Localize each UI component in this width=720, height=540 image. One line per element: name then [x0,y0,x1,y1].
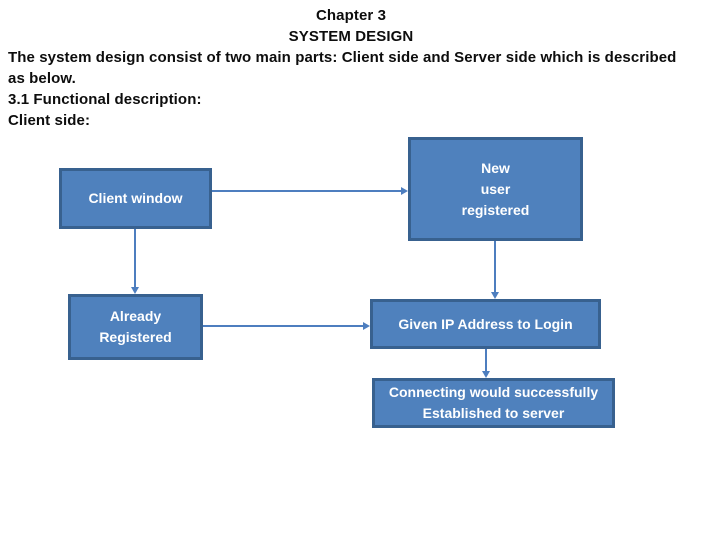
chapter-title: Chapter 3 [315,7,387,24]
subsection-label: Client side: [8,112,91,129]
box-label-new-user-registered: New user registered [461,159,530,218]
box-label-client-window: Client window [88,190,183,206]
intro-text-line-1: The system design consist of two main pa… [8,49,677,66]
connector-already-to-givenip [203,325,363,327]
arrowhead-down-icon [131,287,139,294]
connector-client-to-newuser [212,190,401,192]
flowchart-box-already-registered: Already Registered [68,294,203,360]
section-heading: 3.1 Functional description: [8,91,202,108]
flowchart-box-connection-established: Connecting would successfully Establishe… [372,378,615,428]
arrowhead-right-icon [401,187,408,195]
connector-givenip-to-connect [485,349,487,371]
flowchart-box-client-window: Client window [59,168,212,229]
connector-client-to-already [134,229,136,287]
box-label-connection-established: Connecting would successfully Establishe… [388,384,599,421]
arrowhead-right-icon [363,322,370,330]
flowchart-box-new-user-registered: New user registered [408,137,583,241]
arrowhead-down-icon [482,371,490,378]
arrowhead-down-icon [491,292,499,299]
flowchart-box-given-ip-address: Given IP Address to Login [370,299,601,349]
intro-text-line-2: as below. [8,70,76,87]
connector-newuser-to-givenip [494,241,496,292]
chapter-subtitle: SYSTEM DESIGN [288,28,414,45]
box-label-already-registered: Already Registered [99,308,172,345]
box-label-given-ip-address: Given IP Address to Login [398,315,573,332]
slide-header: Chapter 3 SYSTEM DESIGN The system desig… [8,5,694,131]
